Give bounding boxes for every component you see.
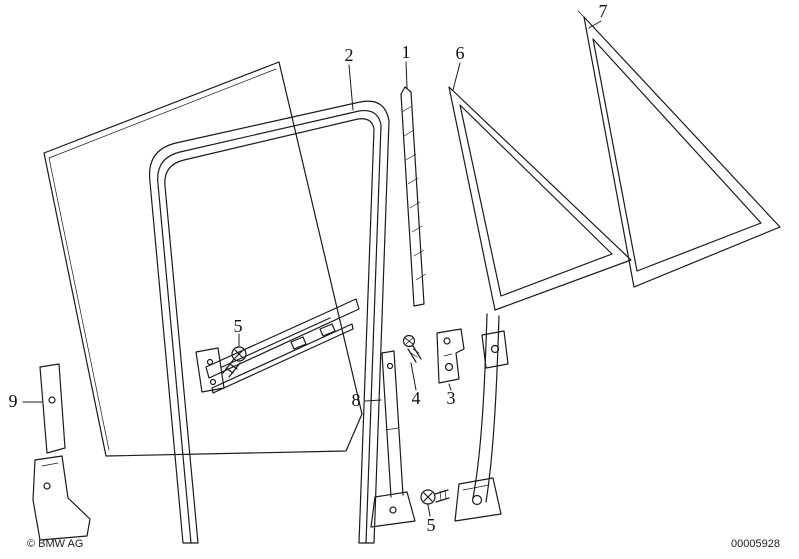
door-glass	[43, 61, 363, 457]
callout-part-8[interactable]: 8	[351, 390, 361, 410]
door-bracket	[32, 363, 91, 541]
quarter-window-frame	[448, 86, 632, 311]
document-number: 00005928	[731, 538, 780, 550]
copyright-text: © BMW AG	[27, 538, 84, 550]
callout-part-9[interactable]: 9	[8, 391, 18, 411]
quarter-window-seal	[577, 10, 781, 288]
callout-part-6[interactable]: 6	[455, 43, 465, 63]
guide-channel-strip	[400, 86, 427, 307]
screw-lower	[420, 489, 450, 505]
window-lifter-rail	[195, 298, 360, 394]
callout-leader-lines	[22, 20, 602, 517]
callout-part-2[interactable]: 2	[344, 45, 354, 65]
callout-part-5-upper[interactable]: 5	[233, 316, 243, 336]
screw-upper	[222, 346, 247, 378]
callout-part-3[interactable]: 3	[446, 388, 456, 408]
callout-part-1[interactable]: 1	[401, 42, 411, 62]
rear-guide-rail	[454, 313, 509, 522]
bolt	[402, 334, 422, 363]
mounting-bracket	[436, 328, 465, 384]
callout-part-4[interactable]: 4	[411, 388, 421, 408]
callout-part-5-lower[interactable]: 5	[426, 515, 436, 535]
lower-channel-bracket	[370, 350, 416, 528]
window-guide-frame	[148, 100, 390, 544]
callout-part-7[interactable]: 7	[598, 1, 608, 21]
